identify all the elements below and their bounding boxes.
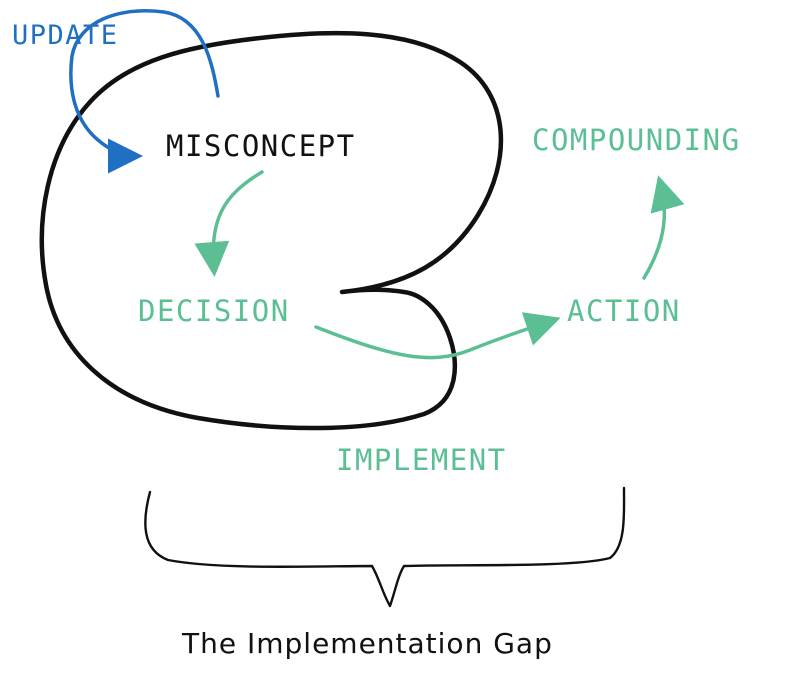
label-decision: DECISION	[138, 294, 290, 328]
label-update: UPDATE	[12, 20, 119, 51]
label-implement: IMPLEMENT	[336, 443, 507, 477]
label-misconcept: MISCONCEPT	[166, 129, 356, 163]
misconception-loop	[39, 30, 504, 431]
action-to-compounding-arrow	[642, 175, 685, 280]
caption-implementation-gap: The Implementation Gap	[182, 627, 553, 660]
implementation-gap-brace	[144, 486, 626, 608]
label-action: ACTION	[567, 294, 681, 328]
label-compounding: COMPOUNDING	[532, 123, 741, 157]
misconcept-to-decision-arrow	[194, 170, 264, 277]
update-arrow	[69, 9, 220, 174]
decision-to-action-arrow	[314, 312, 561, 360]
